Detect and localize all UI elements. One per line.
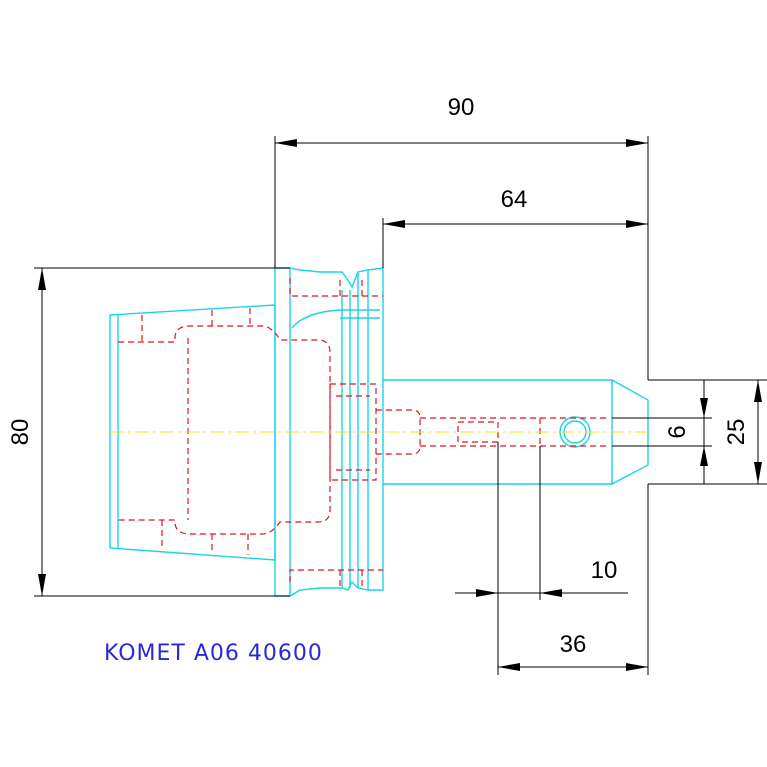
dim-bore-offset: 10 (591, 557, 618, 584)
dim-shank-length: 64 (501, 186, 528, 213)
dimension-64: 64 (382, 186, 648, 268)
dimension-36: 36 (497, 484, 649, 675)
hidden-lines (118, 278, 610, 586)
dimension-80: 80 (7, 267, 290, 597)
dim-overall-length: 90 (448, 94, 475, 121)
dimension-90: 90 (274, 94, 649, 380)
dim-shank-diameter: 25 (723, 419, 750, 446)
part-caption: KOMET A06 40600 (104, 641, 323, 666)
dim-flange-diameter: 80 (7, 419, 34, 446)
dimension-6: 6 (612, 380, 712, 484)
dim-bore-depth: 36 (560, 631, 587, 658)
dimension-25: 25 (648, 379, 767, 485)
dim-bore-diameter: 6 (664, 425, 691, 438)
dimension-10: 10 (455, 442, 628, 600)
